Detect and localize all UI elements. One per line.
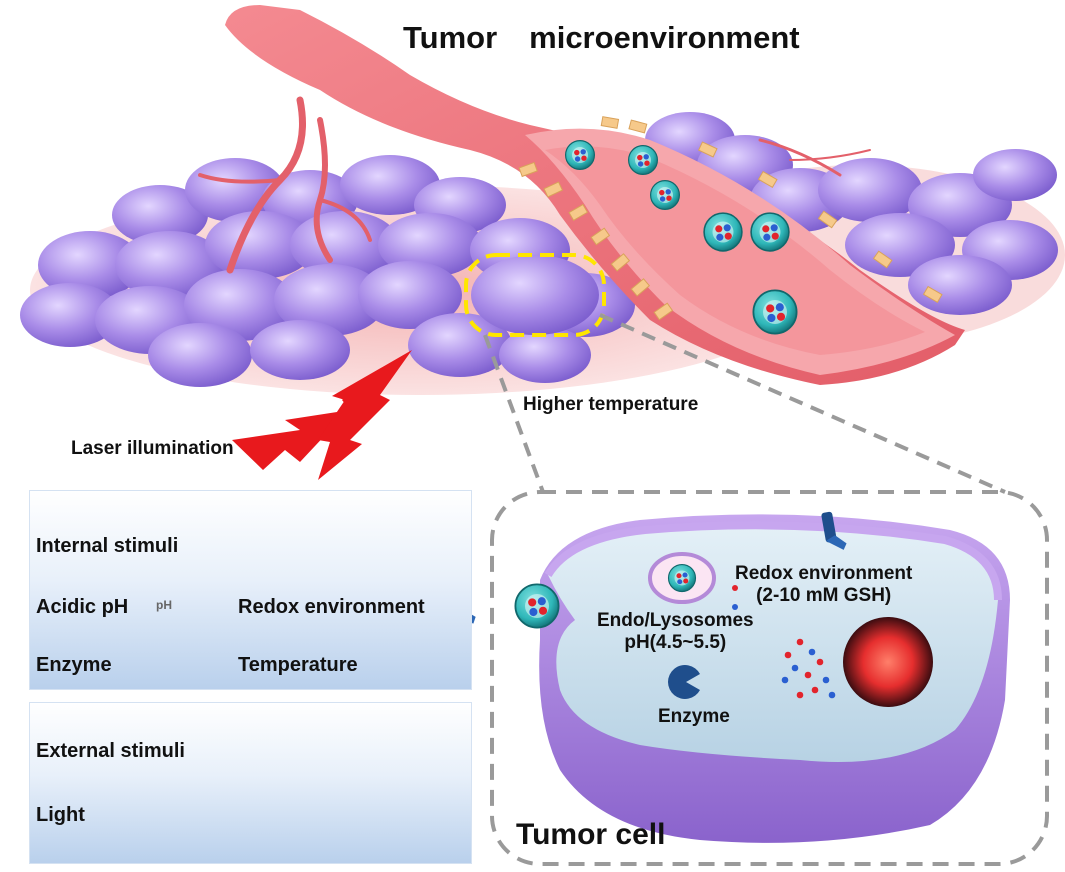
lightning-icon (232, 352, 410, 470)
released-drug (732, 604, 738, 610)
title-word-2: microenvironment (529, 20, 800, 55)
internal-stimuli-panel (29, 490, 472, 690)
redox-label: Redox environment (238, 596, 425, 618)
external-stimuli-panel (29, 702, 472, 864)
nanoparticle-icon (703, 212, 743, 252)
laser-illumination-label: Laser illumination (71, 438, 234, 459)
endo-line-1: Endo/Lysosomes (597, 610, 754, 631)
released-drug (732, 585, 738, 591)
released-drugs (781, 638, 836, 699)
ph-badge-text: pH (156, 598, 172, 612)
redox-tube-icon (821, 511, 847, 550)
acidic-ph-label: Acidic pH (36, 596, 129, 618)
capillaries (198, 96, 871, 274)
nanoparticle-icon (750, 212, 790, 252)
laser-bolt (318, 350, 412, 480)
external-stimuli-heading: External stimuli (36, 740, 185, 762)
cell-enzyme-label: Enzyme (658, 706, 730, 727)
nanoparticle-icon (649, 180, 681, 210)
tumor-cell-label: Tumor cell (516, 818, 666, 851)
tumor-cells-right (645, 112, 1058, 315)
callout-line (483, 334, 545, 493)
endothelial-tiles (518, 116, 943, 321)
redox-line-2: (2-10 mM GSH) (756, 585, 892, 606)
temperature-label: Temperature (238, 654, 358, 676)
highlight-box (464, 253, 606, 337)
nanoparticle-icon (627, 145, 659, 175)
nucleus-icon (843, 617, 933, 707)
callout-line (599, 313, 1006, 494)
light-label: Light (36, 804, 85, 826)
enzyme-pacman-icon (667, 664, 700, 699)
nanoparticle-icon (667, 563, 697, 593)
endosome (648, 552, 716, 604)
nanoparticle-icon (514, 583, 560, 629)
higher-temperature-label: Higher temperature (523, 394, 699, 415)
redox-line-1: Redox environment (735, 563, 913, 584)
endo-line-2: pH(4.5~5.5) (624, 632, 727, 653)
enzyme-label: Enzyme (36, 654, 112, 676)
membrane-rim (544, 521, 1002, 601)
endo-lysosomes-label: Endo/Lysosomes pH(4.5~5.5) (597, 610, 754, 654)
nanoparticle-icon (752, 289, 798, 335)
page-title: Tumor microenvironment (403, 20, 800, 56)
nanoparticle-icon (564, 140, 596, 170)
redox-environment-label: Redox environment (2-10 mM GSH) (735, 563, 912, 607)
internal-stimuli-heading: Internal stimuli (36, 535, 179, 557)
tumor-cells-left (20, 155, 635, 387)
vessel-lumen-shade (545, 146, 925, 355)
title-word-1: Tumor (403, 20, 498, 55)
